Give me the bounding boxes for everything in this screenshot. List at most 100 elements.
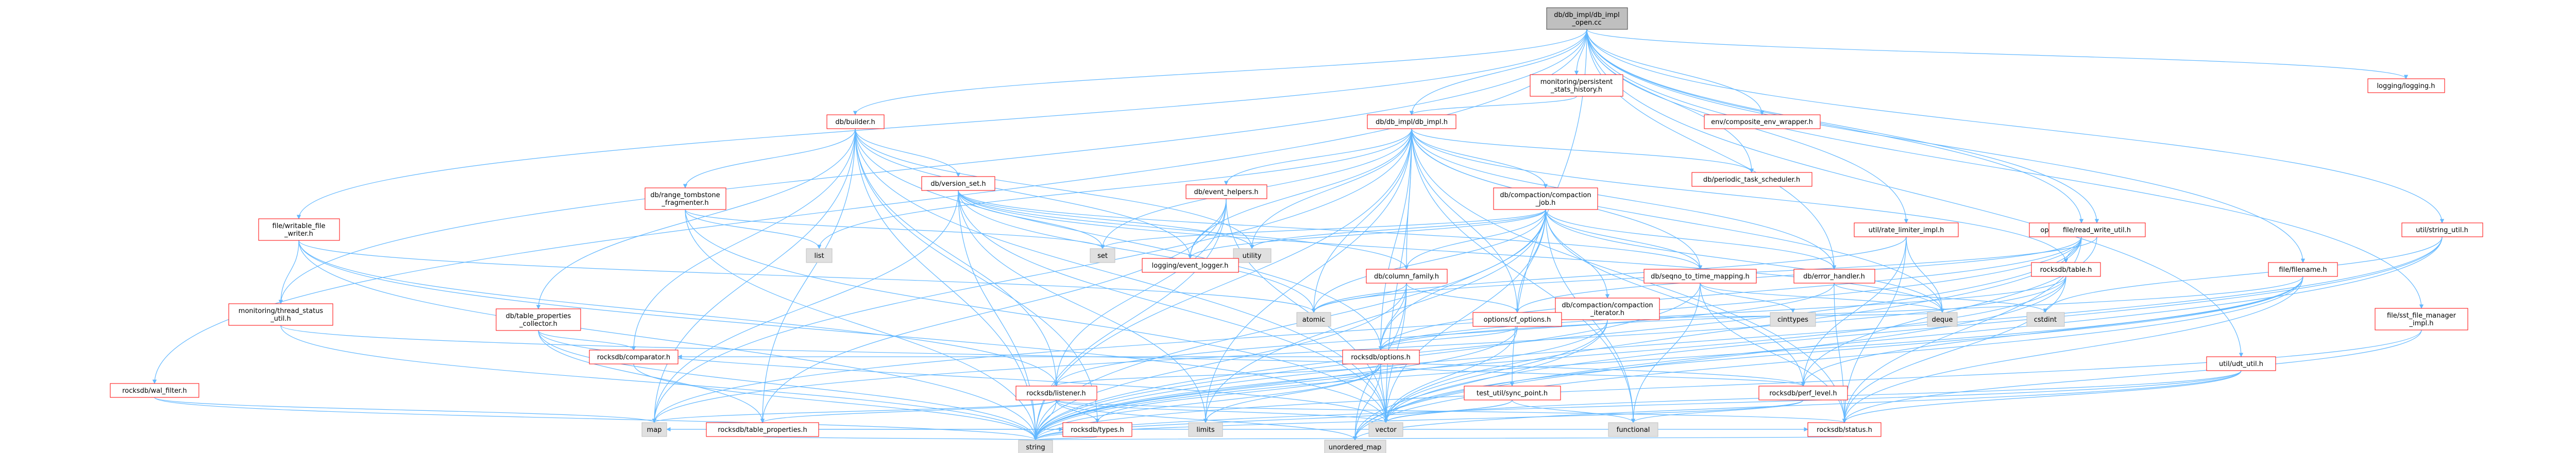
node-box	[1927, 312, 1958, 327]
edge-db-impl-to-limits	[1203, 128, 1412, 423]
node-error-handler[interactable]: db/error_handler.h	[1793, 269, 1875, 284]
edge-rate-limiter-to-deque	[1906, 236, 1945, 313]
edge-db-impl-to-string	[1033, 128, 1412, 441]
node-table-properties[interactable]: rocksdb/table_properties.h	[706, 422, 819, 437]
node-root[interactable]: db/db_impl/db_impl_open.cc	[1546, 7, 1628, 30]
node-box	[228, 303, 333, 326]
edge-db-impl-to-utility	[1249, 128, 1412, 249]
node-box	[110, 383, 199, 398]
node-label: db/compaction/compaction	[1500, 191, 1591, 199]
edge-options-helper-to-string	[1033, 236, 2082, 441]
node-string-util[interactable]: util/string_util.h	[2401, 222, 2483, 237]
edge-db-builder-to-event-logger	[855, 128, 1193, 259]
edge-rocksdb-listener-to-unordered-map	[1056, 399, 1358, 441]
edge-db-builder-to-rocksdb-options	[855, 128, 1383, 351]
node-box	[1464, 386, 1561, 400]
edge-range-tombstone-to-list	[685, 209, 822, 249]
node-rocksdb-table[interactable]: rocksdb/table.h	[2031, 262, 2101, 277]
node-logging[interactable]: logging/logging.h	[2367, 78, 2445, 93]
edge-db-builder-to-table-properties-collector	[536, 128, 856, 309]
edge-range-tombstone-to-string	[685, 209, 1038, 441]
node-db-impl[interactable]: db/db_impl/db_impl.h	[1367, 114, 1456, 129]
node-thread-status[interactable]: monitoring/thread_status_util.h	[228, 303, 333, 326]
node-persistent-stats[interactable]: monitoring/persistent_stats_history.h	[1530, 74, 1623, 97]
node-label: file/sst_file_manager	[2387, 312, 2456, 320]
node-version-set[interactable]: db/version_set.h	[921, 176, 995, 191]
edge-version-set-to-string	[958, 190, 1038, 441]
node-label: map	[647, 426, 662, 434]
node-sst-file-manager[interactable]: file/sst_file_manager_impl.h	[2375, 308, 2468, 330]
node-seqno-to-time[interactable]: db/seqno_to_time_mapping.h	[1643, 269, 1757, 284]
edge-db-impl-to-error-handler	[1411, 128, 1837, 270]
node-box	[1691, 172, 1812, 187]
node-label: cinttypes	[1777, 316, 1808, 324]
node-label: db/builder.h	[835, 118, 875, 126]
edge-sync-point-to-functional	[1512, 399, 1636, 423]
node-box	[1704, 114, 1821, 129]
edge-rocksdb-perf-level-to-functional	[1631, 399, 1804, 423]
node-range-tombstone[interactable]: db/range_tombstone_fragmenter.h	[645, 187, 726, 210]
node-label: rocksdb/listener.h	[1026, 390, 1086, 397]
node-db-builder[interactable]: db/builder.h	[826, 114, 885, 129]
node-compaction-job[interactable]: db/compaction/compaction_job.h	[1493, 187, 1598, 210]
node-label: deque	[1932, 316, 1953, 324]
node-rate-limiter[interactable]: util/rate_limiter_impl.h	[1854, 222, 1959, 237]
edge-rocksdb-table-to-string	[1033, 276, 2066, 441]
node-rocksdb-types[interactable]: rocksdb/types.h	[1062, 422, 1132, 437]
node-box	[826, 114, 885, 129]
node-composite-env[interactable]: env/composite_env_wrapper.h	[1704, 114, 1821, 129]
node-table-properties-collector[interactable]: db/table_properties_collector.h	[496, 308, 581, 331]
edge-compaction-job-to-compaction-iterator	[1545, 209, 1610, 299]
node-rocksdb-listener[interactable]: rocksdb/listener.h	[1015, 386, 1097, 400]
node-compaction-iterator[interactable]: db/compaction/compaction_iterator.h	[1555, 298, 1660, 320]
node-label: _open.cc	[1571, 19, 1601, 27]
node-filename[interactable]: file/filename.h	[2268, 262, 2338, 277]
node-column-family[interactable]: db/column_family.h	[1366, 269, 1448, 284]
edge-db-impl-to-rocksdb-options	[1378, 128, 1412, 351]
node-rocksdb-status[interactable]: rocksdb/status.h	[1807, 422, 1882, 437]
edge-db-builder-to-version-set	[855, 128, 961, 177]
edge-rocksdb-options-to-unordered-map	[1352, 363, 1381, 441]
node-cf-options[interactable]: options/cf_options.h	[1472, 312, 1562, 327]
node-label: db/column_family.h	[1374, 273, 1439, 281]
edge-rocksdb-listener-to-table-properties	[760, 399, 1057, 423]
node-periodic-task[interactable]: db/periodic_task_scheduler.h	[1691, 172, 1812, 187]
edge-string-util-to-cstdint	[2043, 236, 2443, 313]
edge-string-util-to-string	[1033, 236, 2443, 441]
node-label: _job.h	[1535, 199, 1556, 207]
edge-rocksdb-options-to-rocksdb-types	[1095, 363, 1381, 423]
node-label: rocksdb/status.h	[1817, 426, 1872, 434]
node-rocksdb-perf-level[interactable]: rocksdb/perf_level.h	[1758, 386, 1848, 400]
node-label: rocksdb/comparator.h	[597, 354, 670, 361]
edge-db-impl-to-periodic-task	[1411, 128, 1754, 173]
node-box	[1555, 298, 1660, 320]
node-read-write-util[interactable]: file/read_write_util.h	[2048, 222, 2146, 237]
node-map: map	[641, 422, 667, 437]
node-box	[1296, 312, 1331, 327]
edge-root-to-composite-env	[1586, 29, 1765, 115]
node-rocksdb-options[interactable]: rocksdb/options.h	[1342, 350, 1420, 364]
node-rocksdb-comparator[interactable]: rocksdb/comparator.h	[589, 350, 679, 364]
edge-root-to-db-impl	[1409, 29, 1587, 115]
node-label: db/seqno_to_time_mapping.h	[1651, 273, 1750, 281]
node-box	[1493, 187, 1598, 210]
node-set: set	[1090, 248, 1115, 263]
edge-column-family-to-cf-options	[1406, 283, 1520, 313]
node-box	[2375, 308, 2468, 330]
node-label: unordered_map	[1329, 444, 1382, 451]
node-sync-point[interactable]: test_util/sync_point.h	[1464, 386, 1561, 400]
edge-db-impl-to-deque	[1411, 128, 1945, 313]
node-box	[2206, 356, 2276, 371]
node-label: _fragmenter.h	[661, 199, 708, 207]
edge-rocksdb-comparator-to-string	[633, 363, 1038, 441]
edge-root-to-read-write-util	[1586, 29, 2099, 223]
node-udt-util[interactable]: util/udt_util.h	[2206, 356, 2276, 371]
node-wal-filter[interactable]: rocksdb/wal_filter.h	[110, 383, 199, 398]
node-box	[1188, 422, 1223, 437]
node-event-logger[interactable]: logging/event_logger.h	[1142, 258, 1239, 273]
node-writable-file[interactable]: file/writable_file_writer.h	[258, 218, 340, 241]
edge-root-to-sst-file-manager	[1586, 29, 2424, 309]
node-event-helpers[interactable]: db/event_helpers.h	[1185, 184, 1267, 199]
node-limits: limits	[1188, 422, 1223, 437]
edge-db-builder-to-utility	[855, 128, 1255, 249]
